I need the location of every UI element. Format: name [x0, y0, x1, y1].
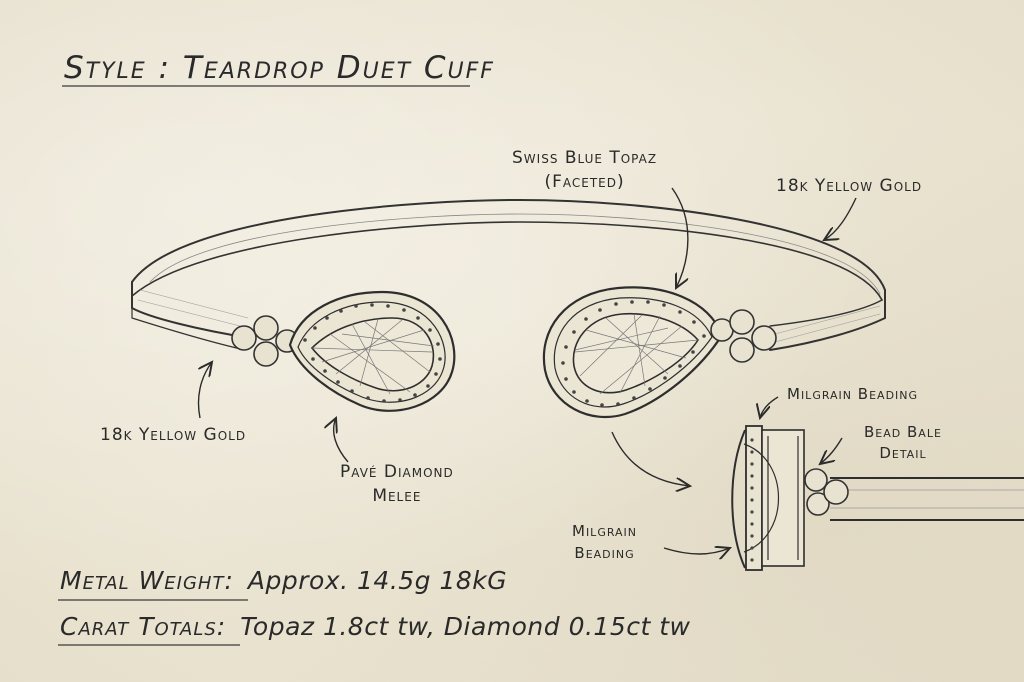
label-swiss-blue-topaz: Swiss Blue Topaz (Faceted)	[512, 146, 657, 194]
label-milgrain-bottom-line-1: Milgrain	[572, 522, 638, 540]
spec-carat-totals-key: Carat Totals	[60, 612, 217, 641]
cuff-band	[131, 198, 886, 351]
label-bead-bale: Bead Bale Detail	[864, 422, 942, 464]
spec-carat-totals-sep: :	[216, 612, 227, 641]
right-teardrop-setting	[542, 286, 724, 419]
spec-carat-totals: Carat Totals: Topaz 1.8ct tw, Diamond 0.1…	[60, 612, 690, 641]
spec-metal-weight: Metal Weight: Approx. 14.5g 18kG	[60, 566, 507, 595]
style-title-sep: :	[158, 50, 172, 86]
label-pave-line-2: Melee	[372, 486, 422, 506]
label-milgrain-top-text: Milgrain Beading	[787, 385, 919, 403]
label-milgrain-top: Milgrain Beading	[787, 382, 918, 406]
right-bead-cluster	[710, 309, 777, 363]
side-profile-detail	[731, 425, 1024, 571]
label-gold-right: 18k Yellow Gold	[776, 174, 922, 198]
style-title: Style : Teardrop Duet Cuff	[64, 50, 495, 86]
left-bead-cluster	[231, 315, 299, 367]
label-pave-diamond: Pavé Diamond Melee	[340, 460, 454, 508]
label-topaz-line-1: Swiss Blue Topaz	[512, 148, 658, 168]
style-title-value: Teardrop Duet Cuff	[182, 50, 495, 86]
label-milgrain-bottom-line-2: Beading	[574, 544, 635, 562]
label-gold-right-text: 18k Yellow Gold	[776, 176, 923, 196]
spec-metal-weight-sep: :	[224, 566, 234, 595]
label-pave-line-1: Pavé Diamond	[340, 462, 454, 482]
label-gold-left: 18k Yellow Gold	[100, 423, 246, 447]
label-topaz-line-2: (Faceted)	[544, 172, 625, 192]
style-title-key: Style	[64, 50, 147, 86]
label-gold-left-text: 18k Yellow Gold	[100, 425, 247, 445]
spec-metal-weight-value: Approx. 14.5g 18kG	[247, 566, 508, 595]
label-bead-bale-line-2: Detail	[879, 444, 927, 462]
left-teardrop-setting	[288, 290, 456, 412]
label-bead-bale-line-1: Bead Bale	[864, 423, 942, 441]
spec-carat-totals-value: Topaz 1.8ct tw, Diamond 0.15ct tw	[240, 612, 691, 641]
label-milgrain-bottom: Milgrain Beading	[572, 520, 637, 564]
leader-arrows	[197, 187, 857, 554]
spec-metal-weight-key: Metal Weight	[60, 566, 225, 595]
